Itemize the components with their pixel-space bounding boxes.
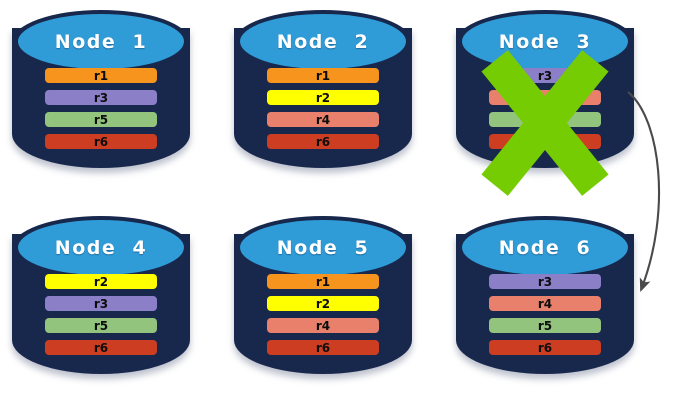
- replica-bar[interactable]: r3: [489, 274, 601, 289]
- cylinder-top: [462, 220, 628, 275]
- node-2[interactable]: Node 2 r1 r2 r4 r6: [230, 6, 416, 184]
- node-1[interactable]: Node 1 r1 r3 r5 r6: [8, 6, 194, 184]
- cylinder-top: [18, 220, 184, 275]
- node-title: Node 3: [498, 30, 592, 53]
- node-title: Node 6: [498, 236, 592, 259]
- replica-bar[interactable]: r6: [267, 134, 379, 149]
- cylinder-top: [18, 14, 184, 69]
- replica-list: r1 r3 r5 r6: [45, 68, 157, 149]
- node-5[interactable]: Node 5 r1 r2 r4 r6: [230, 212, 416, 390]
- replica-list: r1 r2 r4 r6: [267, 274, 379, 355]
- replica-bar[interactable]: r6: [489, 134, 601, 149]
- replica-bar[interactable]: r2: [267, 296, 379, 311]
- replica-bar[interactable]: r3: [45, 296, 157, 311]
- replica-bar[interactable]: r2: [45, 274, 157, 289]
- replica-list: r3 r4 r5 r6: [489, 68, 601, 149]
- replica-list: r3 r4 r5 r6: [489, 274, 601, 355]
- replica-bar[interactable]: r3: [45, 90, 157, 105]
- replica-bar[interactable]: r6: [267, 340, 379, 355]
- replica-bar[interactable]: r5: [489, 318, 601, 333]
- replica-bar[interactable]: r1: [267, 274, 379, 289]
- node-title: Node 1: [54, 30, 148, 53]
- node-4[interactable]: Node 4 r2 r3 r5 r6: [8, 212, 194, 390]
- replica-bar[interactable]: r3: [489, 68, 601, 83]
- replica-list: r2 r3 r5 r6: [45, 274, 157, 355]
- node-title: Node 4: [54, 236, 148, 259]
- replica-bar[interactable]: r1: [45, 68, 157, 83]
- replica-bar[interactable]: r4: [267, 112, 379, 127]
- cylinder-top: [240, 220, 406, 275]
- replica-bar[interactable]: r4: [267, 318, 379, 333]
- replica-bar[interactable]: r6: [45, 134, 157, 149]
- replica-bar[interactable]: r6: [45, 340, 157, 355]
- replica-bar[interactable]: r2: [267, 90, 379, 105]
- replica-bar[interactable]: r6: [489, 340, 601, 355]
- replica-bar[interactable]: r5: [45, 318, 157, 333]
- replica-list: r1 r2 r4 r6: [267, 68, 379, 149]
- node-title: Node 5: [276, 236, 370, 259]
- replica-bar[interactable]: r4: [489, 90, 601, 105]
- node-3[interactable]: Node 3 r3 r4 r5 r6: [452, 6, 638, 196]
- replica-bar[interactable]: r4: [489, 296, 601, 311]
- node-6[interactable]: Node 6 r3 r4 r5 r6: [452, 212, 638, 390]
- replica-bar[interactable]: r5: [489, 112, 601, 127]
- node-title: Node 2: [276, 30, 370, 53]
- replica-bar[interactable]: r5: [45, 112, 157, 127]
- replica-bar[interactable]: r1: [267, 68, 379, 83]
- cylinder-top: [240, 14, 406, 69]
